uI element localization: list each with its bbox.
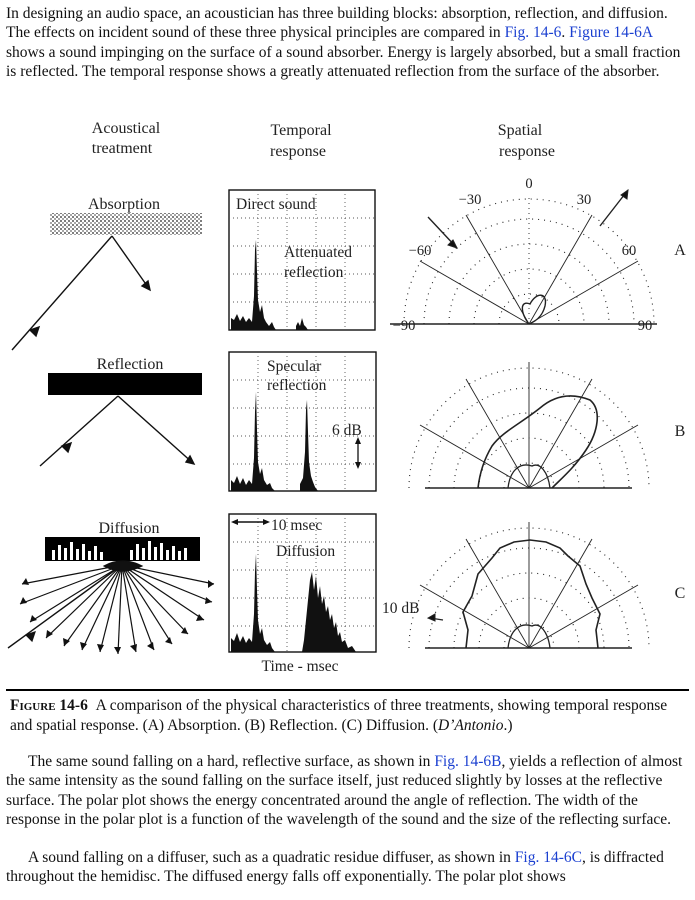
intro-text-1: In designing an audio space, an acoustic… — [6, 5, 668, 42]
para2-text-1: The same sound falling on a hard, reflec… — [28, 753, 435, 770]
absorber-panel — [50, 213, 202, 235]
temporal-plot-b — [228, 351, 377, 492]
header-temporal-1: Temporal — [270, 122, 332, 139]
para2-text-2: , yields a reflection of almost the same… — [6, 753, 683, 828]
diffuser-panel — [45, 537, 200, 561]
row-letter-c: C — [675, 585, 686, 602]
diffuser-paragraph: A sound falling on a diffuser, such as a… — [6, 848, 689, 887]
absorption-label: Absorption — [88, 196, 160, 213]
intro-text-3: shows a sound impinging on the surface o… — [6, 43, 681, 80]
intro-text-2: . — [561, 24, 570, 42]
temporal-c-label-2: Diffusion — [276, 543, 335, 560]
angle-plus-60: 60 — [622, 243, 637, 259]
angle-plus-30: 30 — [577, 192, 592, 208]
absorption-ray — [11, 235, 152, 351]
para3-text-2: , is diffracted throughout the hemidisc.… — [6, 849, 664, 886]
caption-credit: D’Antonio — [438, 716, 504, 734]
angle-plus-90: 90 — [638, 318, 653, 334]
para3-text-1: A sound falling on a diffuser, such as a… — [28, 849, 515, 866]
temporal-plot-a — [228, 189, 376, 331]
diffusion-label: Diffusion — [98, 520, 159, 537]
reflection-ray — [39, 395, 196, 467]
time-axis-label: Time - msec — [262, 658, 339, 675]
figure-caption: Figure 14-6 A comparison of the physical… — [10, 696, 685, 735]
header-spatial-1: Spatial — [498, 122, 543, 139]
temporal-b-label-3: 6 dB — [332, 422, 362, 439]
fig-14-6c-link[interactable]: Fig. 14-6C — [514, 849, 582, 866]
temporal-c-label-1: 10 msec — [271, 517, 322, 534]
temporal-plot-c — [228, 513, 377, 653]
temporal-a-label-2: Attenuated — [284, 244, 352, 261]
reflection-paragraph: The same sound falling on a hard, reflec… — [6, 752, 689, 829]
reflection-label: Reflection — [97, 356, 164, 373]
polar-plot-b — [408, 362, 650, 489]
intro-paragraph: In designing an audio space, an acoustic… — [6, 4, 689, 81]
caption-rule — [6, 689, 689, 691]
header-temporal-2: response — [270, 143, 326, 160]
angle-0: 0 — [525, 176, 532, 192]
header-treatment-2: treatment — [92, 140, 153, 157]
angle-minus-30: −30 — [459, 192, 482, 208]
polar-plot-a — [390, 188, 657, 325]
polar-plot-c — [408, 522, 650, 649]
temporal-b-label-1: Specular — [267, 358, 322, 375]
header-treatment-1: Acoustical — [92, 120, 161, 137]
angle-minus-60: −60 — [409, 243, 432, 259]
reflector-panel — [48, 373, 202, 395]
temporal-c-label-3: 10 dB — [382, 600, 419, 617]
figure-14-6: Acoustical treatment Temporal response S… — [7, 120, 686, 675]
fig-14-6b-link[interactable]: Fig. 14-6B — [434, 753, 502, 770]
temporal-a-label-1: Direct sound — [236, 196, 316, 213]
caption-label: Figure 14-6 — [10, 697, 88, 714]
fig-14-6a-link[interactable]: Figure 14-6A — [569, 24, 653, 42]
row-letter-a: A — [674, 242, 686, 259]
temporal-b-label-2: reflection — [267, 377, 327, 394]
diffusion-rays — [7, 560, 215, 655]
caption-text: A comparison of the physical characteris… — [10, 697, 668, 734]
angle-minus-90: −90 — [393, 318, 416, 334]
caption-end: .) — [503, 716, 513, 734]
temporal-a-label-3: reflection — [284, 264, 344, 281]
fig-14-6-link[interactable]: Fig. 14-6 — [504, 24, 562, 42]
row-letter-b: B — [675, 423, 686, 440]
header-spatial-2: response — [499, 143, 555, 160]
